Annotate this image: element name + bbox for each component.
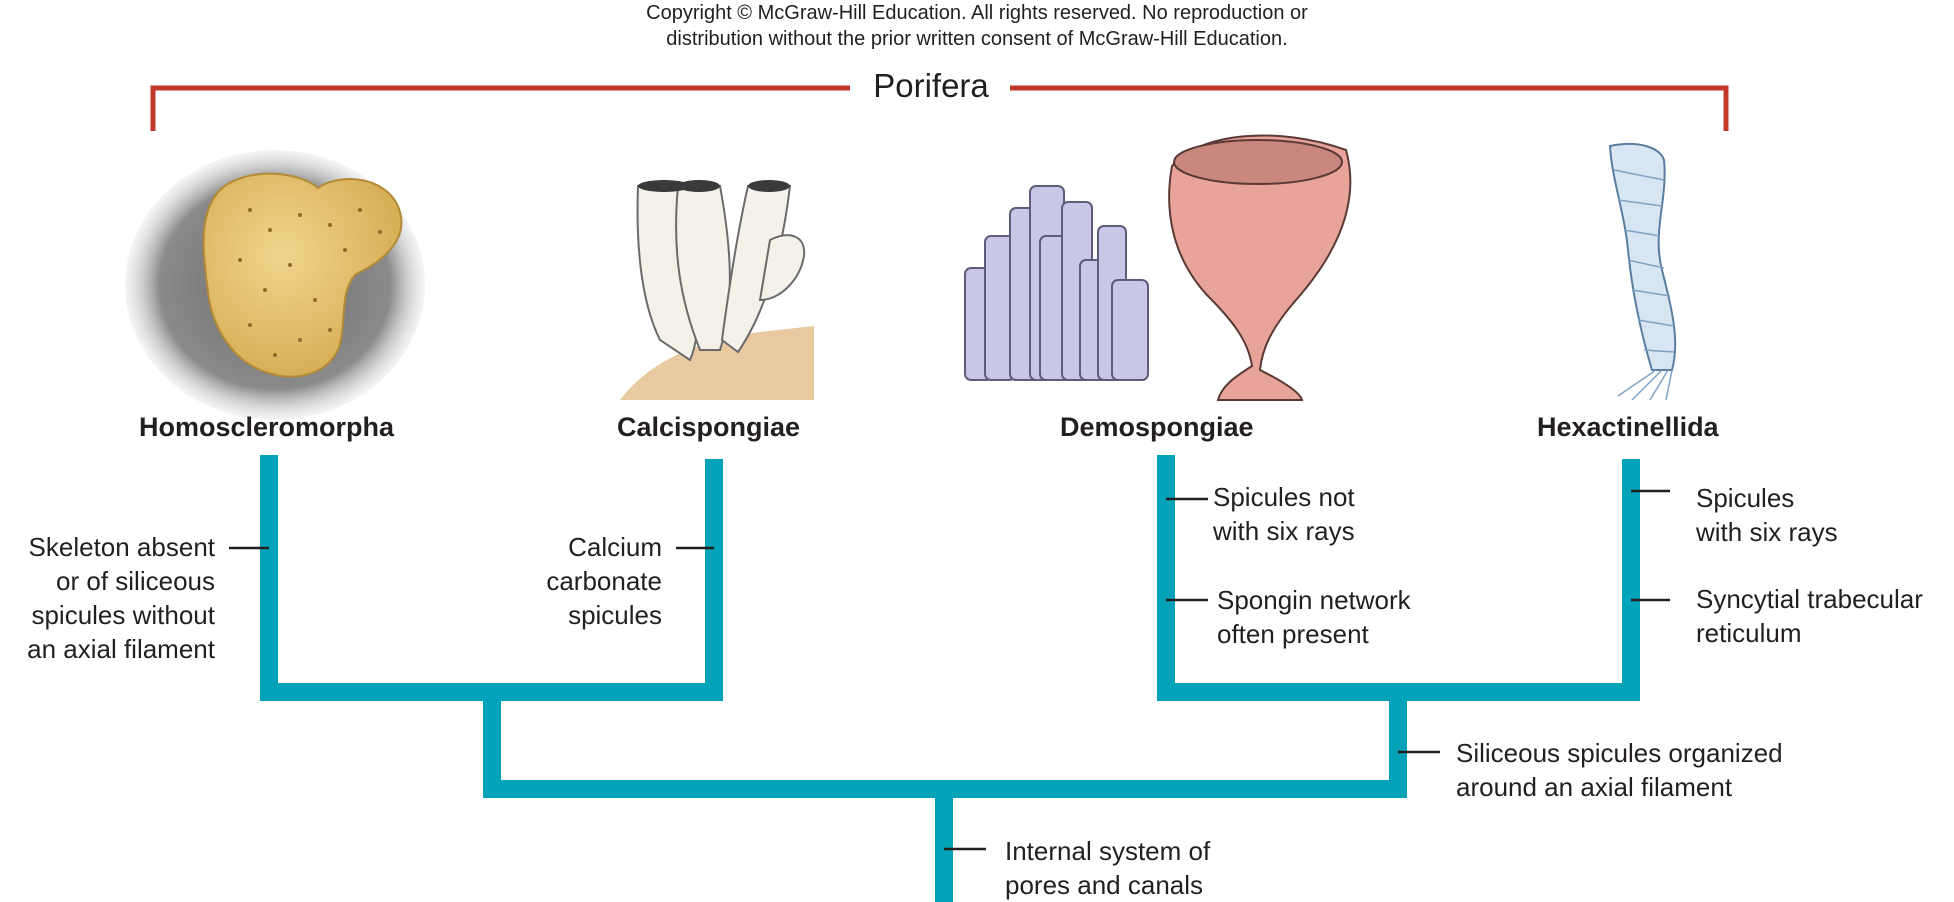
- character-line: reticulum: [1696, 618, 1802, 648]
- calcispongiae-illustration: [620, 180, 814, 400]
- copyright-notice: Copyright © McGraw-Hill Education. All r…: [0, 0, 1954, 52]
- character-line: Spicules: [1696, 483, 1795, 513]
- character-line: Siliceous spicules organized: [1456, 738, 1783, 768]
- character-line: around an axial filament: [1456, 772, 1733, 802]
- homoscleromorpha-illustration: [125, 150, 425, 420]
- character-ticks: [229, 489, 1670, 851]
- taxon-label-hexactinellida: Hexactinellida: [1537, 412, 1719, 442]
- character-line: with six rays: [1696, 517, 1838, 547]
- character-hexactinellida-reticulum: Syncytial trabecular reticulum: [1696, 582, 1923, 650]
- porifera-bracket: [150, 85, 1729, 131]
- character-line: Skeleton absent: [28, 532, 215, 562]
- character-line: spicules without: [31, 600, 215, 630]
- character-line: Syncytial trabecular: [1696, 584, 1923, 614]
- character-line: Spicules not: [1213, 482, 1355, 512]
- clade-label-porifera: Porifera: [858, 66, 1004, 106]
- taxon-label-calcispongiae: Calcispongiae: [617, 412, 801, 442]
- character-homoscleromorpha: Skeleton absent or of siliceous spicules…: [0, 530, 215, 666]
- hexactinellida-illustration: [1608, 142, 1677, 401]
- character-demospongiae-spicules: Spicules not with six rays: [1213, 480, 1355, 548]
- character-porifera-root: Internal system of pores and canals: [1005, 834, 1210, 902]
- character-line: an axial filament: [27, 634, 215, 664]
- character-line: with six rays: [1213, 516, 1355, 546]
- taxon-label-demospongiae: Demospongiae: [1060, 412, 1254, 442]
- copyright-line-1: Copyright © McGraw-Hill Education. All r…: [646, 2, 1308, 24]
- character-line: Spongin network: [1217, 585, 1411, 615]
- character-line: often present: [1217, 619, 1369, 649]
- taxon-label-homoscleromorpha: Homoscleromorpha: [139, 412, 395, 442]
- character-demospongiae-spongin: Spongin network often present: [1217, 583, 1411, 651]
- character-calcispongiae: Calcium carbonate spicules: [500, 530, 662, 632]
- character-siliceous-spicules: Siliceous spicules organized around an a…: [1456, 736, 1783, 804]
- character-line: Internal system of: [1005, 836, 1211, 866]
- character-line: spicules: [568, 600, 662, 630]
- demospongiae-illustration: [964, 134, 1352, 401]
- character-line: pores and canals: [1005, 870, 1204, 900]
- character-line: Calcium: [568, 532, 662, 562]
- character-line: carbonate: [546, 566, 662, 596]
- cladogram-tree: [260, 455, 1640, 902]
- copyright-line-2: distribution without the prior written c…: [666, 28, 1288, 50]
- character-hexactinellida-spicules: Spicules with six rays: [1696, 481, 1838, 549]
- character-line: or of siliceous: [56, 566, 215, 596]
